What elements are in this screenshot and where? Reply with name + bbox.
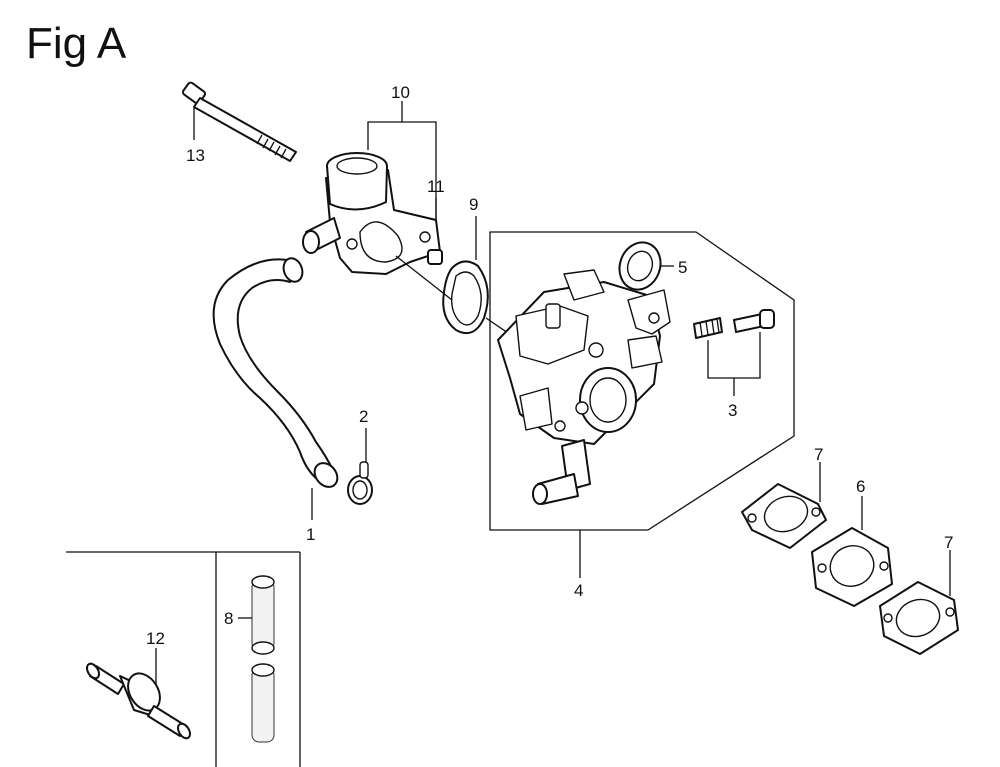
callout-2: 2	[359, 407, 368, 426]
callout-10: 10	[391, 83, 410, 102]
figure-title: Fig A	[26, 19, 127, 68]
part-12-fuel-filter	[86, 662, 191, 740]
part-8-fuel-tube	[251, 575, 275, 743]
callout-6: 6	[856, 477, 865, 496]
callout-4: 4	[574, 581, 583, 600]
part-1-hose	[212, 257, 339, 488]
part-6-insulator	[811, 527, 893, 607]
callout-13: 13	[186, 146, 205, 165]
part-5-seal	[618, 241, 662, 291]
part-10-housing	[302, 152, 441, 275]
part-4-carburetor	[497, 269, 671, 505]
callout-11: 11	[427, 177, 445, 196]
part-13-bolt	[181, 81, 297, 162]
callout-3: 3	[728, 401, 737, 420]
part-11-dowel	[427, 249, 443, 265]
callout-8: 8	[224, 609, 233, 628]
leader-3-bracket	[707, 332, 761, 379]
callout-7-lower: 7	[944, 533, 953, 552]
assembly-4-boundary	[489, 231, 795, 531]
part-7-gasket-lower	[879, 581, 959, 655]
callout-9: 9	[469, 195, 478, 214]
callout-12: 12	[146, 629, 165, 648]
callout-7-upper: 7	[814, 445, 823, 464]
part-9-gasket	[442, 260, 489, 334]
part-7-gasket-upper	[741, 483, 827, 549]
callout-5: 5	[678, 258, 687, 277]
part-2-clamp	[347, 461, 373, 505]
callout-1: 1	[306, 525, 315, 544]
part-3-screw-spring	[693, 309, 775, 339]
